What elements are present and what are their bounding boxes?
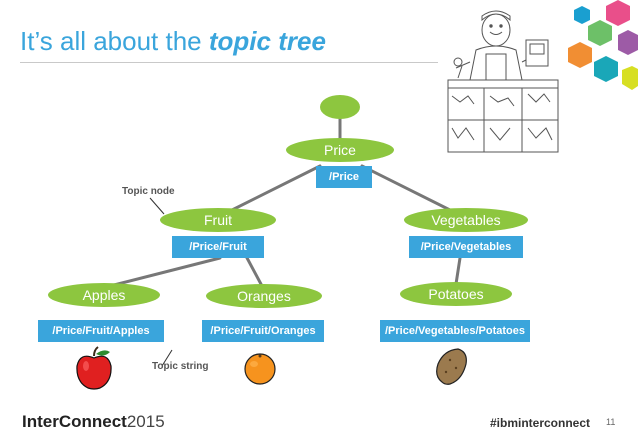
topic-string-vegetables: /Price/Vegetables (409, 236, 523, 258)
oranges-node-label: Oranges (237, 288, 291, 304)
topic-node-oranges: Oranges (206, 284, 322, 308)
orange-icon (244, 353, 276, 385)
topic-node-annotation: Topic node (122, 186, 175, 197)
topic-node-potatoes: Potatoes (400, 282, 512, 306)
price-topic-label: /Price (329, 171, 359, 183)
brand-name: InterConnect (22, 412, 127, 431)
vegetables-topic-label: /Price/Vegetables (420, 241, 512, 253)
apple-icon (76, 346, 112, 390)
tree-root-node (320, 95, 360, 119)
vegetables-node-label: Vegetables (431, 212, 501, 228)
title-emphasis: topic tree (208, 26, 326, 56)
title-prefix: It’s all about the (20, 26, 209, 56)
topic-node-vegetables: Vegetables (404, 208, 528, 232)
potatoes-topic-label: /Price/Vegetables/Potatoes (384, 325, 525, 337)
price-node-label: Price (324, 142, 356, 158)
apples-topic-label: /Price/Fruit/Apples (52, 325, 150, 337)
topic-string-apples: /Price/Fruit/Apples (38, 320, 164, 342)
fruit-topic-label: /Price/Fruit (189, 241, 247, 253)
oranges-topic-label: /Price/Fruit/Oranges (210, 325, 316, 337)
market-stall-illustration (447, 10, 559, 153)
topic-node-fruit: Fruit (160, 208, 276, 232)
page-number: 11 (606, 417, 616, 427)
hexagon-decoration (568, 0, 638, 90)
brand-year: 2015 (126, 412, 165, 431)
apples-node-label: Apples (82, 287, 126, 303)
slide-title: It’s all about the topic tree (20, 26, 326, 57)
hashtag-text: #ibminterconnect (490, 416, 591, 430)
topic-string-fruit: /Price/Fruit (172, 236, 264, 258)
title-divider (20, 62, 438, 63)
potatoes-node-label: Potatoes (428, 286, 484, 302)
topic-node-price: Price (286, 138, 394, 162)
topic-string-oranges: /Price/Fruit/Oranges (202, 320, 324, 342)
topic-string-potatoes: /Price/Vegetables/Potatoes (380, 320, 530, 342)
topic-string-annotation: Topic string (152, 361, 209, 372)
topic-string-price: /Price (316, 166, 372, 188)
fruit-node-label: Fruit (204, 212, 232, 228)
interconnect-logo: InterConnect2015 (22, 412, 165, 432)
potato-icon (436, 348, 467, 385)
topic-node-apples: Apples (48, 283, 160, 307)
